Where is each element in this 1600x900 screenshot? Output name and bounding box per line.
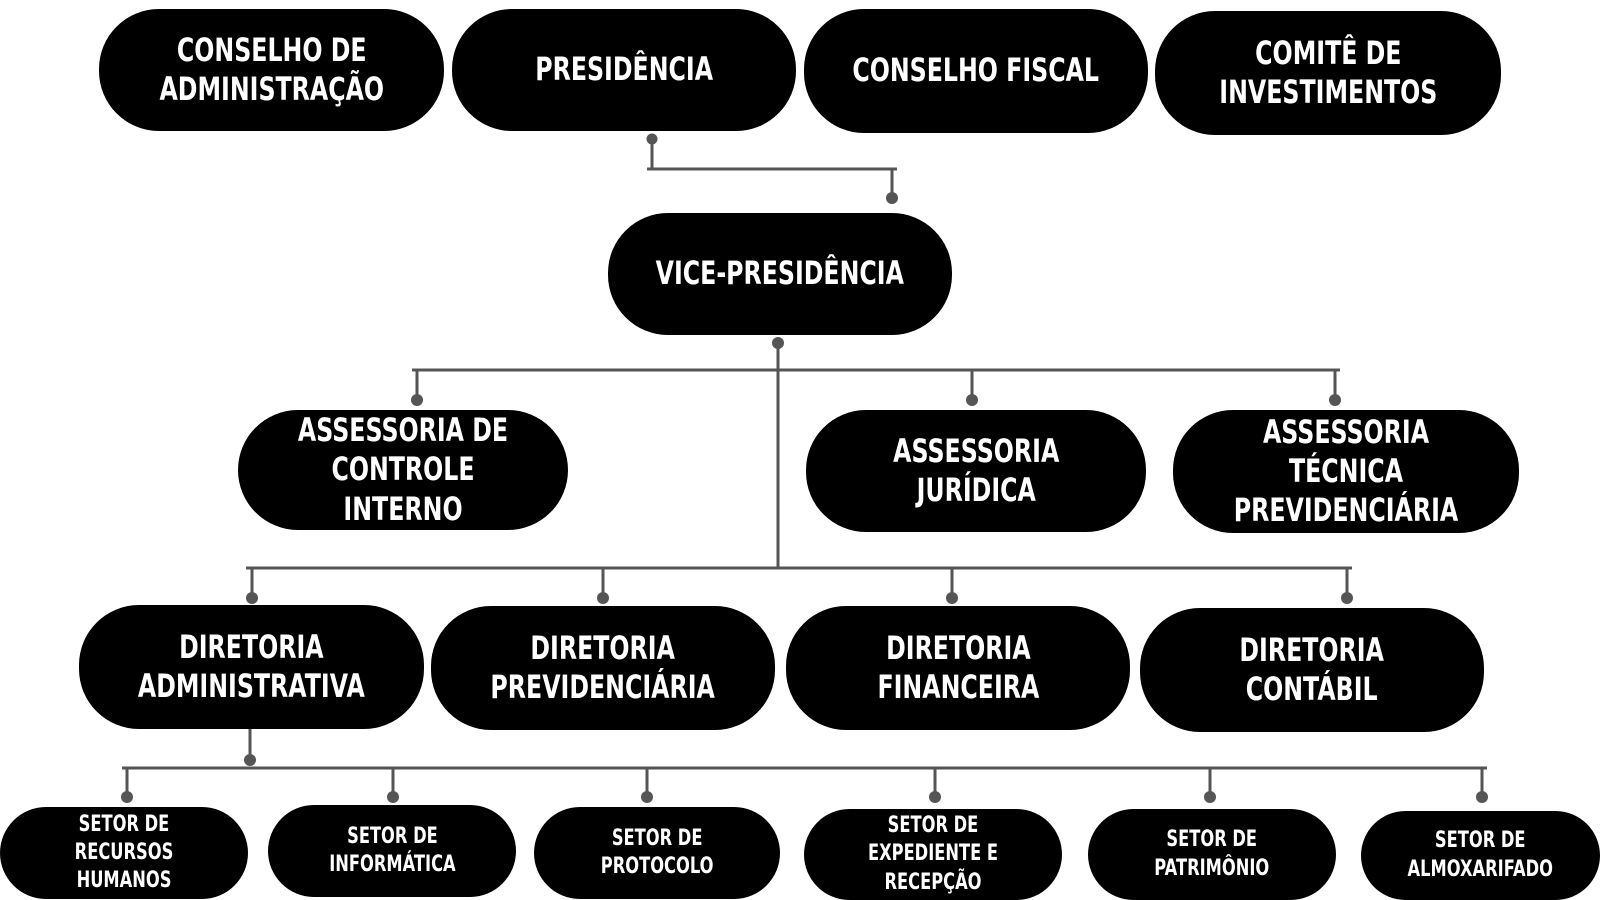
- node-assessoria-tecnica-previdenciaria[interactable]: ASSESSORIA TÉCNICA PREVIDENCIÁRIA: [1173, 410, 1519, 533]
- node-label: SETOR DE EXPEDIENTE E RECEPÇÃO: [867, 813, 999, 895]
- node-label: SETOR DE PATRIMÔNIO: [1154, 827, 1270, 881]
- node-label: DIRETORIA FINANCEIRA: [877, 628, 1039, 706]
- node-setor-recursos-humanos[interactable]: SETOR DE RECURSOS HUMANOS: [0, 807, 248, 899]
- node-conselho-fiscal[interactable]: CONSELHO FISCAL: [804, 9, 1148, 133]
- node-label: CONSELHO FISCAL: [852, 51, 1100, 90]
- connector-presidencia-vice: [646, 133, 898, 204]
- node-label: DIRETORIA ADMINISTRATIVA: [138, 627, 365, 705]
- node-diretoria-contabil[interactable]: DIRETORIA CONTÁBIL: [1140, 608, 1484, 732]
- node-label: DIRETORIA CONTÁBIL: [1239, 630, 1385, 708]
- node-presidencia[interactable]: PRESIDÊNCIA: [452, 9, 796, 131]
- node-assessoria-controle-interno[interactable]: ASSESSORIA DE CONTROLE INTERNO: [238, 410, 568, 530]
- node-label: ASSESSORIA DE CONTROLE INTERNO: [297, 411, 509, 528]
- node-setor-almoxarifado[interactable]: SETOR DE ALMOXARIFADO: [1361, 811, 1600, 900]
- node-label: ASSESSORIA TÉCNICA PREVIDENCIÁRIA: [1233, 412, 1459, 530]
- node-label: CONSELHO DE ADMINISTRAÇÃO: [159, 30, 384, 108]
- node-label: SETOR DE PROTOCOLO: [600, 825, 714, 879]
- connector-vice-trunk: [772, 337, 784, 568]
- connector-diretorias-bus: [246, 566, 1353, 604]
- node-assessoria-juridica[interactable]: ASSESSORIA JURÍDICA: [806, 410, 1146, 532]
- node-label: PRESIDÊNCIA: [535, 50, 713, 89]
- node-label: ASSESSORIA JURÍDICA: [892, 431, 1060, 509]
- node-diretoria-financeira[interactable]: DIRETORIA FINANCEIRA: [786, 606, 1130, 730]
- node-label: SETOR DE ALMOXARIFADO: [1407, 828, 1554, 882]
- node-setor-informatica[interactable]: SETOR DE INFORMÁTICA: [268, 805, 516, 897]
- connector-setores-bus: [121, 729, 1488, 803]
- node-diretoria-administrativa[interactable]: DIRETORIA ADMINISTRATIVA: [79, 605, 424, 729]
- node-label: SETOR DE RECURSOS HUMANOS: [74, 811, 174, 894]
- node-diretoria-previdenciaria[interactable]: DIRETORIA PREVIDENCIÁRIA: [431, 606, 775, 730]
- node-label: SETOR DE INFORMÁTICA: [328, 823, 456, 877]
- node-label: VICE-PRESIDÊNCIA: [655, 254, 905, 293]
- node-setor-expediente-recepcao[interactable]: SETOR DE EXPEDIENTE E RECEPÇÃO: [804, 809, 1062, 900]
- node-conselho-administracao[interactable]: CONSELHO DE ADMINISTRAÇÃO: [99, 9, 444, 131]
- node-vice-presidencia[interactable]: VICE-PRESIDÊNCIA: [608, 213, 952, 335]
- node-label: COMITÊ DE INVESTIMENTOS: [1218, 33, 1438, 111]
- node-label: DIRETORIA PREVIDENCIÁRIA: [490, 628, 716, 706]
- node-comite-investimentos[interactable]: COMITÊ DE INVESTIMENTOS: [1155, 11, 1501, 135]
- connector-assessorias-bus: [411, 368, 1341, 406]
- node-setor-patrimonio[interactable]: SETOR DE PATRIMÔNIO: [1088, 809, 1336, 900]
- node-setor-protocolo[interactable]: SETOR DE PROTOCOLO: [534, 807, 780, 899]
